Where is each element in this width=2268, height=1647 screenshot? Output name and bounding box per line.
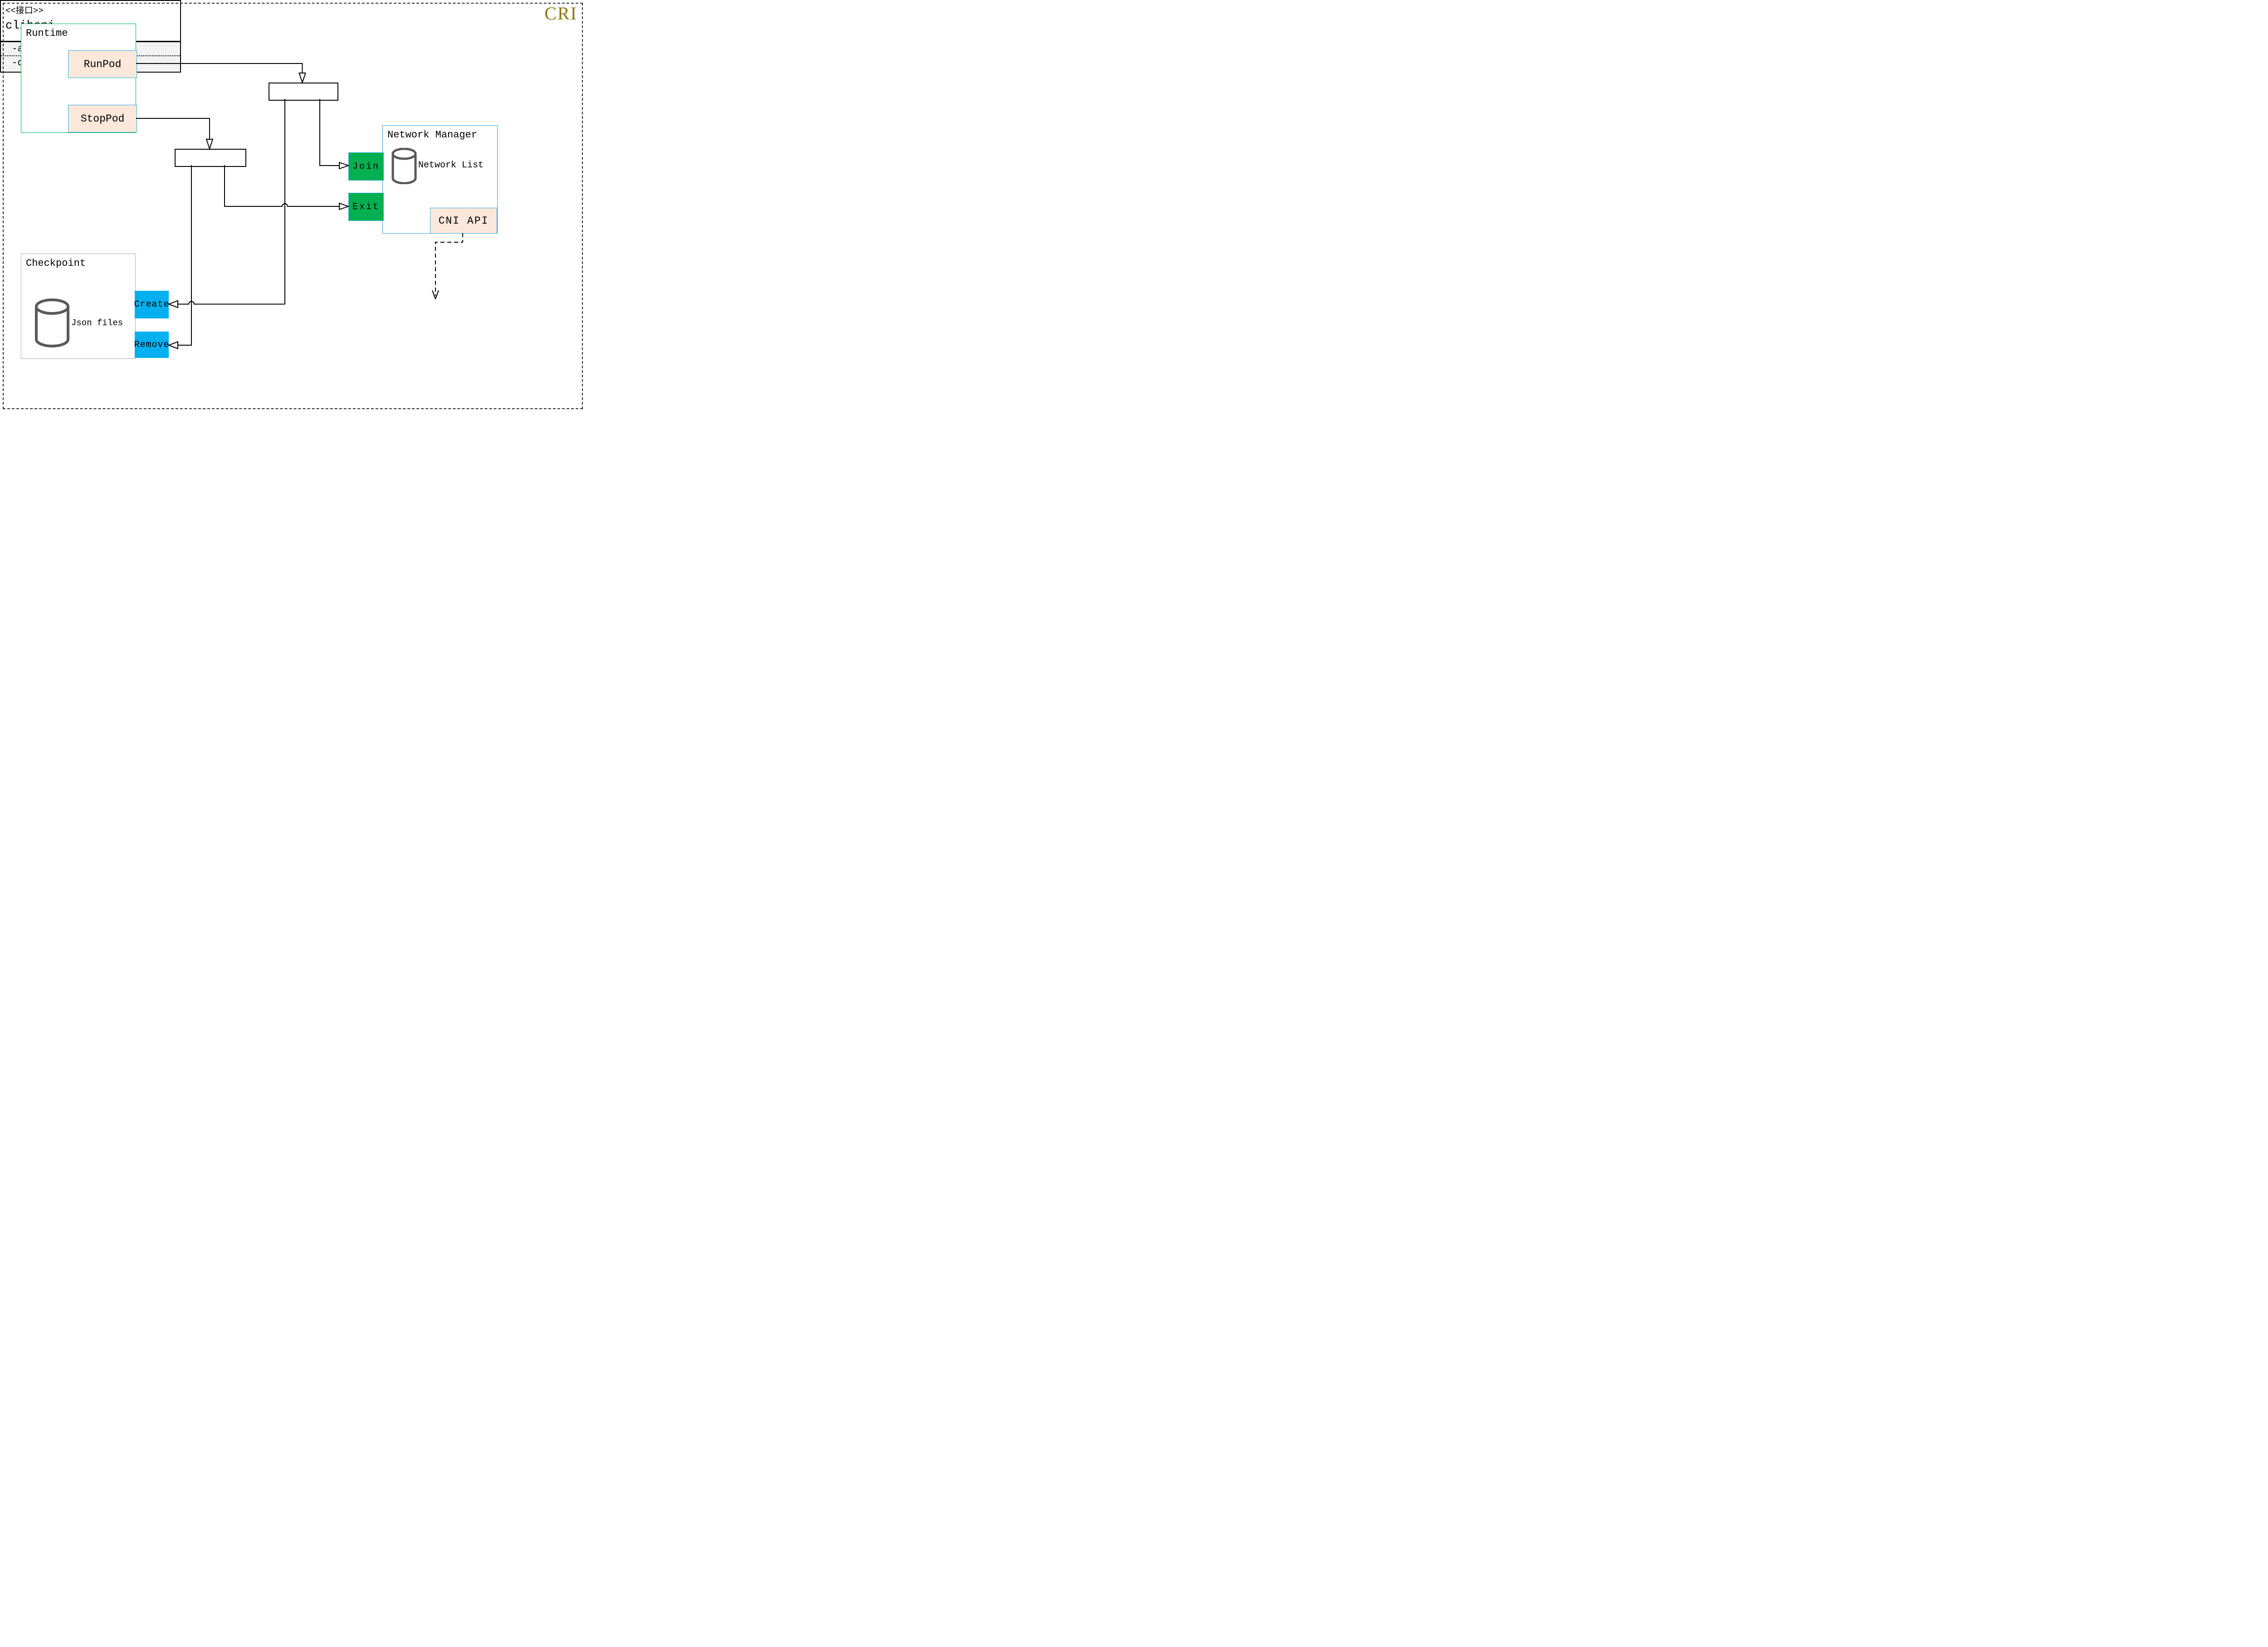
remove-port[interactable]: Remove bbox=[134, 332, 170, 358]
runpod-label: RunPod bbox=[83, 58, 122, 70]
create-label: Create bbox=[134, 299, 170, 310]
runtime-label: Runtime bbox=[26, 28, 68, 39]
create-port[interactable]: Create bbox=[134, 291, 170, 318]
database-icon bbox=[35, 298, 69, 347]
join-label: Join bbox=[352, 161, 380, 172]
exit-label: Exit bbox=[352, 201, 380, 212]
join-port[interactable]: Join bbox=[348, 152, 384, 181]
diagram-title: CRI bbox=[544, 3, 577, 24]
runpod-port[interactable]: RunPod bbox=[68, 50, 137, 78]
clibcni-stereotype: <<接口>> bbox=[5, 6, 44, 16]
outer-dashed-border bbox=[3, 3, 583, 409]
network-list-label: Network List bbox=[418, 160, 484, 171]
exit-port[interactable]: Exit bbox=[348, 193, 384, 221]
junction-box-runpod[interactable] bbox=[269, 83, 338, 101]
remove-label: Remove bbox=[134, 339, 170, 350]
cni-api-label: CNI API bbox=[438, 215, 489, 227]
network-manager-label: Network Manager bbox=[387, 129, 478, 141]
stoppod-port[interactable]: StopPod bbox=[68, 105, 137, 132]
junction-box-stoppod[interactable] bbox=[175, 149, 246, 167]
database-icon bbox=[391, 148, 417, 184]
checkpoint-label: Checkpoint bbox=[26, 258, 86, 269]
diagram-canvas: CRI Runtime RunPod StopPod Network Manag… bbox=[0, 0, 586, 412]
cni-api-port[interactable]: CNI API bbox=[430, 208, 497, 234]
json-files-label: Json files bbox=[71, 318, 123, 328]
stoppod-label: StopPod bbox=[80, 112, 125, 125]
